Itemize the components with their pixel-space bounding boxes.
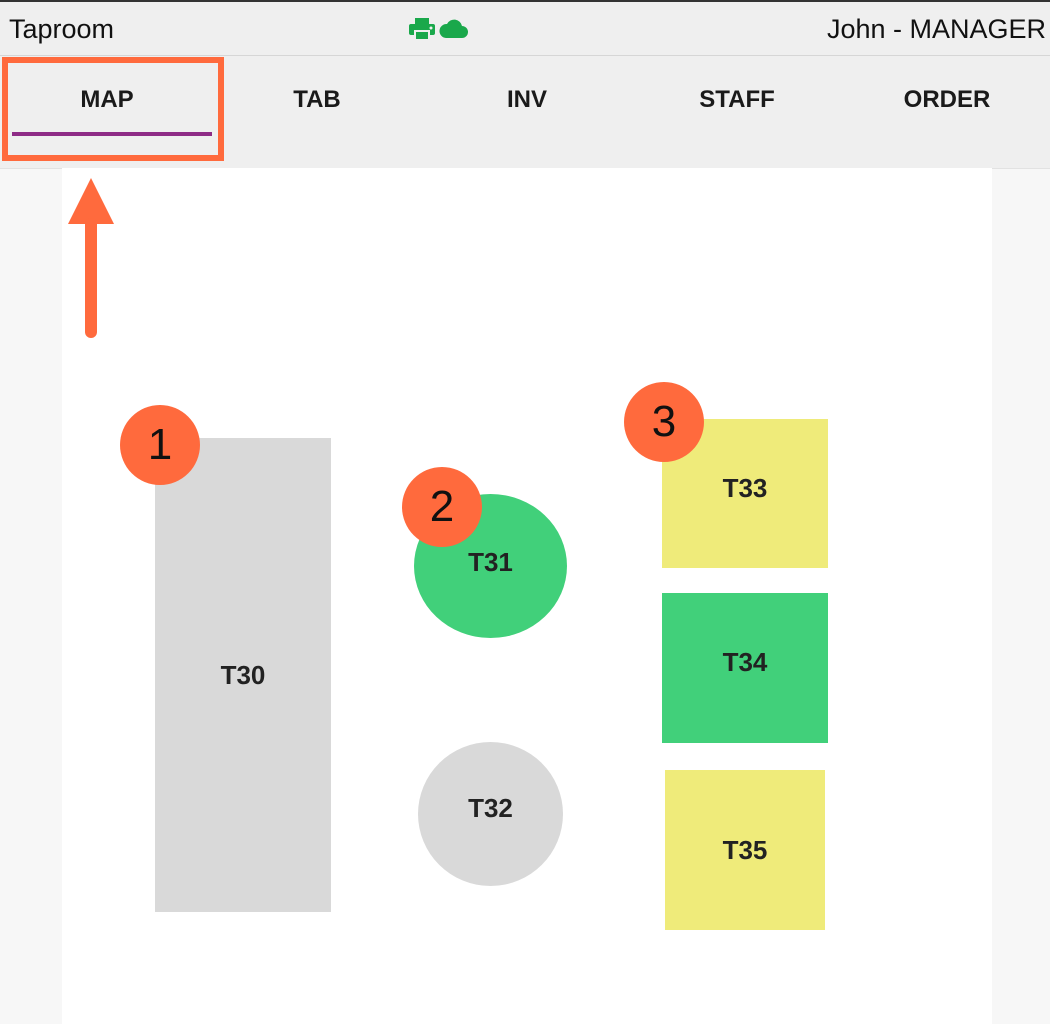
app-title: Taproom <box>9 14 115 44</box>
tab-order[interactable]: ORDER <box>842 56 1050 156</box>
table-label: T33 <box>722 473 768 503</box>
table-label: T32 <box>468 792 513 823</box>
tab-inv[interactable]: INV <box>422 56 632 156</box>
table-label: T35 <box>722 834 768 865</box>
tab-staff[interactable]: STAFF <box>632 56 842 156</box>
annotation-highlight-box <box>2 57 224 161</box>
badge-number: 3 <box>651 397 677 446</box>
annotation-badge-3: 3 <box>624 382 704 462</box>
table-label: T34 <box>722 646 768 677</box>
tab-map[interactable]: MAP <box>2 56 212 156</box>
table-label: T31 <box>468 546 513 577</box>
tab-label: STAFF <box>699 86 775 113</box>
badge-number: 1 <box>147 420 173 469</box>
cloud-icon[interactable] <box>438 18 468 45</box>
active-tab-indicator <box>12 132 212 136</box>
annotation-badge-2: 2 <box>402 467 482 547</box>
main-tab-bar: MAP TAB INV STAFF ORDER <box>0 56 1050 169</box>
table-t35[interactable]: T35 <box>665 770 825 930</box>
table-t32[interactable]: T32 <box>418 742 563 886</box>
tab-label: TAB <box>293 86 341 113</box>
table-t30[interactable]: T30 <box>155 438 331 912</box>
table-t34[interactable]: T34 <box>662 593 828 743</box>
badge-number: 2 <box>429 482 455 531</box>
user-role-label[interactable]: John - MANAGER <box>826 14 1046 44</box>
tab-label: MAP <box>80 86 134 113</box>
table-label: T30 <box>220 659 266 690</box>
tab-label: ORDER <box>903 86 991 113</box>
top-bar: Taproom John - MANAGER <box>0 0 1050 56</box>
annotation-badge-1: 1 <box>120 405 200 485</box>
status-icons <box>408 17 468 46</box>
tab-label: INV <box>506 86 547 113</box>
up-arrow-icon <box>68 178 114 338</box>
tab-tab[interactable]: TAB <box>212 56 422 156</box>
printer-icon[interactable] <box>408 17 436 46</box>
